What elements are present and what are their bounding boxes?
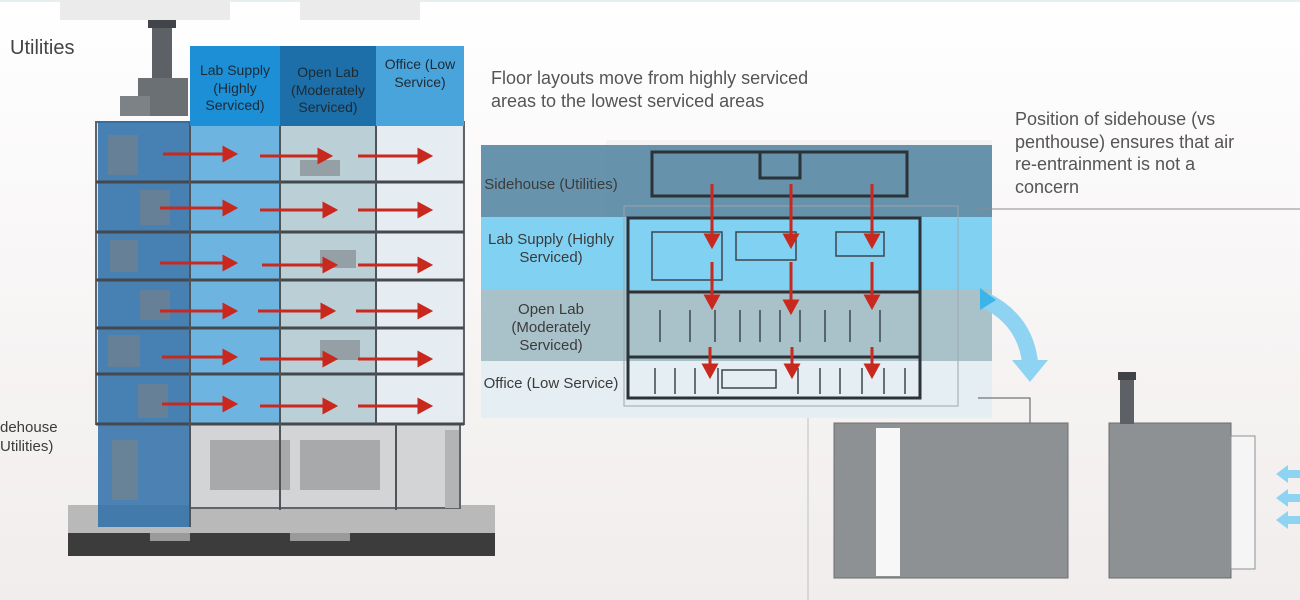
plan-room-lines (651, 231, 906, 394)
ground-slab-gap (290, 533, 350, 541)
bg-hatch (300, 0, 420, 20)
auditorium-seating (210, 440, 290, 490)
office-zone (376, 122, 462, 424)
exhaust-stack (152, 24, 172, 82)
equipment-details (108, 135, 360, 500)
plan-band-label-lab-supply: Lab Supply (Highly Serviced) (488, 231, 614, 266)
ground-slab (68, 530, 495, 556)
column-lines (189, 122, 397, 527)
column-header-open-lab (280, 46, 376, 126)
plan-band-label-sidehouse: Sidehouse (Utilities) (484, 176, 618, 193)
floor-layout-caption: Floor layouts move from highly serviced … (491, 68, 809, 111)
auditorium-seating (300, 440, 380, 490)
mass-block-core (876, 428, 900, 576)
bg-hatch (60, 0, 230, 20)
mass-stack (1120, 376, 1134, 424)
mass-stack-cap (1118, 372, 1136, 380)
air-intake-arrows (1276, 465, 1300, 529)
mass-sidehouse (1230, 435, 1256, 570)
exhaust-duct (120, 96, 150, 116)
page-title: Utilities (10, 37, 75, 59)
column-label-office: Office (Low Service) (384, 56, 456, 90)
ground-slab-gap (150, 533, 190, 541)
curved-air-arrow (981, 292, 1038, 364)
lab-supply-zone (190, 122, 280, 424)
section-flow-arrows (160, 145, 434, 415)
curved-air-arrow-head (1012, 360, 1048, 382)
column-label-lab-supply: Lab Supply (Highly Serviced) (199, 62, 271, 113)
plan-band-label-open-lab: Open Lab (Moderately Serviced) (511, 301, 591, 354)
mass-block-large (833, 422, 1069, 579)
sidehouse-caption: Position of sidehouse (vs penthouse) ens… (1015, 109, 1235, 197)
mass-block-small (1108, 422, 1232, 579)
top-rule (0, 0, 1300, 2)
column-header-office (376, 46, 464, 126)
plan-band-label-office: Office (Low Service) (483, 375, 619, 392)
plan-band-open-lab (481, 289, 992, 361)
stair-column (445, 430, 459, 508)
exhaust-stack-top (148, 20, 176, 28)
column-header-lab-supply (190, 46, 280, 126)
column-label-open-lab: Open Lab (Moderately Serviced) (291, 64, 365, 115)
plan-flow-arrows (701, 184, 881, 380)
plan-leader (978, 397, 1031, 423)
curved-air-arrow-tail (980, 288, 996, 310)
side-label: dehouse Utilities) (0, 419, 58, 455)
